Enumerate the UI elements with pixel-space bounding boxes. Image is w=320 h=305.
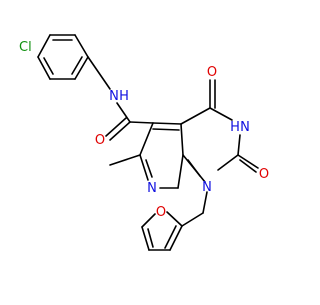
bond [109, 154, 141, 166]
label-layer: Cl N H O O H N O N N O [19, 40, 269, 220]
bond [37, 56, 51, 80]
bond [166, 211, 183, 227]
bond [180, 107, 211, 125]
bond [187, 159, 201, 177]
bond [139, 122, 154, 156]
bond-layer [37, 34, 259, 251]
bond [105, 117, 127, 137]
amide-nitrogen-label: N [109, 89, 119, 104]
molecule-structure: Cl N H O O H N O N N O [19, 34, 269, 251]
bond [177, 154, 184, 189]
bond [152, 122, 182, 125]
bond [209, 107, 233, 121]
c2-oxygen-label: O [259, 167, 269, 182]
bond [217, 154, 239, 171]
bond [237, 154, 259, 169]
bond [139, 154, 149, 181]
furan-oxygen-label: O [156, 205, 166, 220]
amide-hydrogen-label: H [119, 89, 129, 104]
bond [109, 121, 131, 141]
bond [71, 56, 83, 75]
amide-oxygen-label: O [95, 133, 105, 148]
ring-hydrogen-label: H [230, 120, 240, 135]
bond [116, 102, 131, 123]
bond [237, 134, 241, 156]
bond [145, 159, 153, 178]
bond [37, 34, 51, 58]
bond [129, 121, 154, 124]
bond [74, 56, 89, 80]
ring-nitrogen-label: N [240, 120, 250, 135]
c4-oxygen-label: O [207, 65, 217, 80]
bond [202, 191, 208, 214]
bond [239, 159, 257, 173]
bond [74, 34, 89, 58]
molecule-canvas: Cl N H O O H N O N N O [19, 34, 269, 251]
bond [141, 213, 156, 228]
pyridine-nitrogen-label: N [147, 181, 157, 196]
bond [152, 128, 180, 131]
bond [87, 56, 111, 90]
bond [141, 226, 150, 251]
bond [43, 57, 54, 75]
bond [147, 228, 154, 248]
chlorine-label: Cl [19, 40, 32, 55]
n1-nitrogen-label: N [202, 180, 212, 195]
bond [181, 212, 204, 227]
bond [169, 225, 183, 251]
bond [164, 225, 177, 249]
bond [180, 123, 184, 156]
